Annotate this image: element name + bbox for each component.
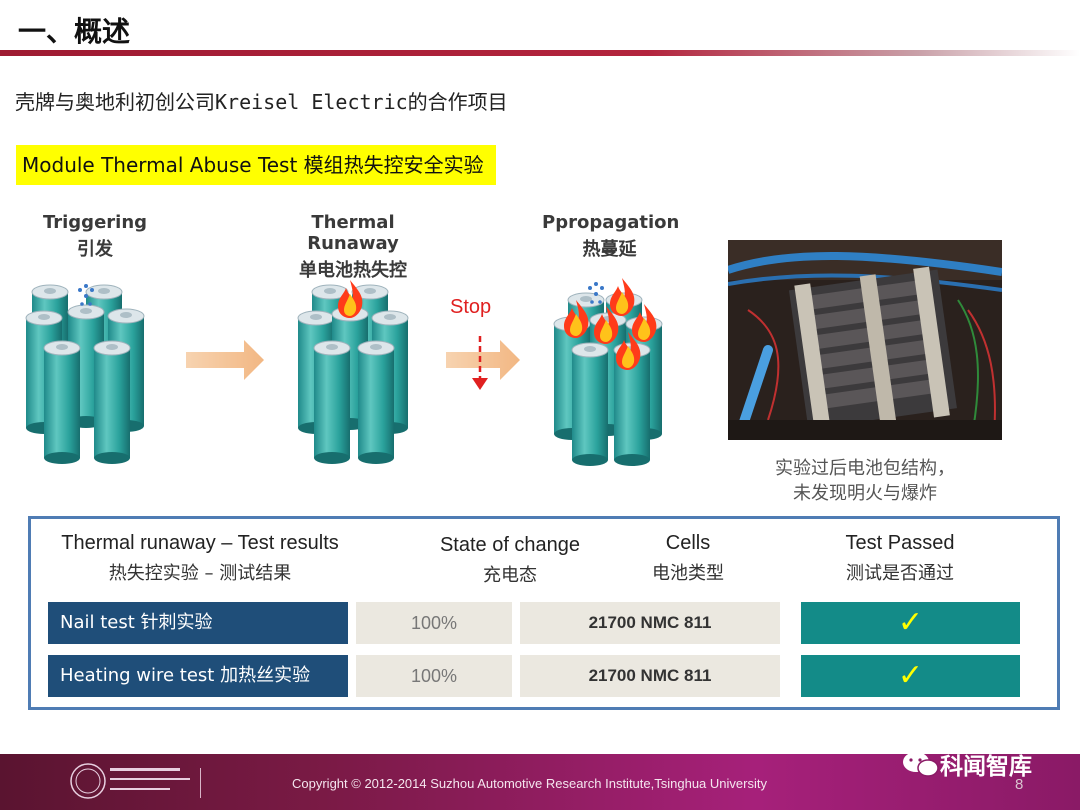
check-icon: ✓ (801, 602, 1020, 644)
row-label-heating-wire-test: Heating wire test 加热丝实验 (48, 655, 348, 697)
header-label-cn: 电池类型 (652, 563, 724, 584)
photo-caption: 实验过后电池包结构， 未发现明火与爆炸 (740, 456, 990, 506)
row-cells: 21700 NMC 811 (520, 602, 780, 644)
row-cells: 21700 NMC 811 (520, 655, 780, 697)
row-soc: 100% (356, 602, 512, 644)
fire-icon (338, 280, 363, 318)
header-label-cn: 测试是否通过 (846, 563, 954, 584)
stage-label-en: Triggering (42, 212, 148, 233)
header-label-en: Thermal runaway – Test results (61, 532, 339, 554)
stage-label-en: Ppropagation (542, 212, 680, 233)
caption-line-2: 未发现明火与爆炸 (793, 483, 937, 504)
header-test-results: Thermal runaway – Test results 热失控实验 – 测… (50, 532, 350, 585)
stop-arrow-icon (472, 336, 488, 390)
header-label-cn: 充电态 (483, 565, 537, 586)
arrow-right-icon (186, 340, 264, 380)
copyright-text: Copyright © 2012-2014 Suzhou Automotive … (292, 776, 767, 791)
arrow-right-icon (446, 340, 520, 380)
row-soc: 100% (356, 655, 512, 697)
stage-label-cn: 热蔓延 (582, 239, 637, 260)
stage-thermal-runaway: Thermal Runaway 单电池热失控 (268, 212, 438, 282)
section-label: Module Thermal Abuse Test 模组热失控安全实验 (16, 145, 496, 185)
page-number: 8 (1015, 776, 1024, 793)
subtitle: 壳牌与奥地利初创公司Kreisel Electric的合作项目 (15, 90, 508, 114)
footer-divider (200, 768, 201, 798)
header-test-passed: Test Passed 测试是否通过 (820, 532, 980, 585)
header-label-en: Cells (665, 532, 711, 554)
wechat-icon (903, 752, 939, 777)
stage-label-cn: 引发 (77, 239, 113, 260)
footer-bar (0, 754, 1080, 810)
stage-triggering: Triggering 引发 (40, 212, 150, 261)
battery-stages-illustration (25, 278, 663, 467)
stage-label-cn: 单电池热失控 (299, 260, 407, 281)
stop-label: Stop (450, 296, 492, 318)
header-cells: Cells 电池类型 (628, 532, 748, 585)
header-label-cn: 热失控实验 – 测试结果 (108, 563, 292, 584)
row-label-nail-test: Nail test 针刺实验 (48, 602, 348, 644)
watermark-label: 科闻智库 (940, 754, 1032, 780)
caption-line-1: 实验过后电池包结构， (775, 458, 955, 479)
page-title: 一、概述 (18, 15, 131, 48)
header-label-en: Test Passed (845, 532, 955, 554)
header-state-of-change: State of change 充电态 (420, 534, 600, 587)
battery-cell-icon (25, 284, 145, 465)
university-logo (70, 763, 190, 799)
check-icon: ✓ (801, 655, 1020, 697)
stage-propagation: Ppropagation 热蔓延 (542, 212, 680, 261)
title-divider (0, 50, 1080, 56)
header-label-en: State of change (439, 534, 581, 556)
battery-pack-photo (728, 240, 1002, 440)
stage-label-en: Thermal Runaway (307, 212, 399, 254)
